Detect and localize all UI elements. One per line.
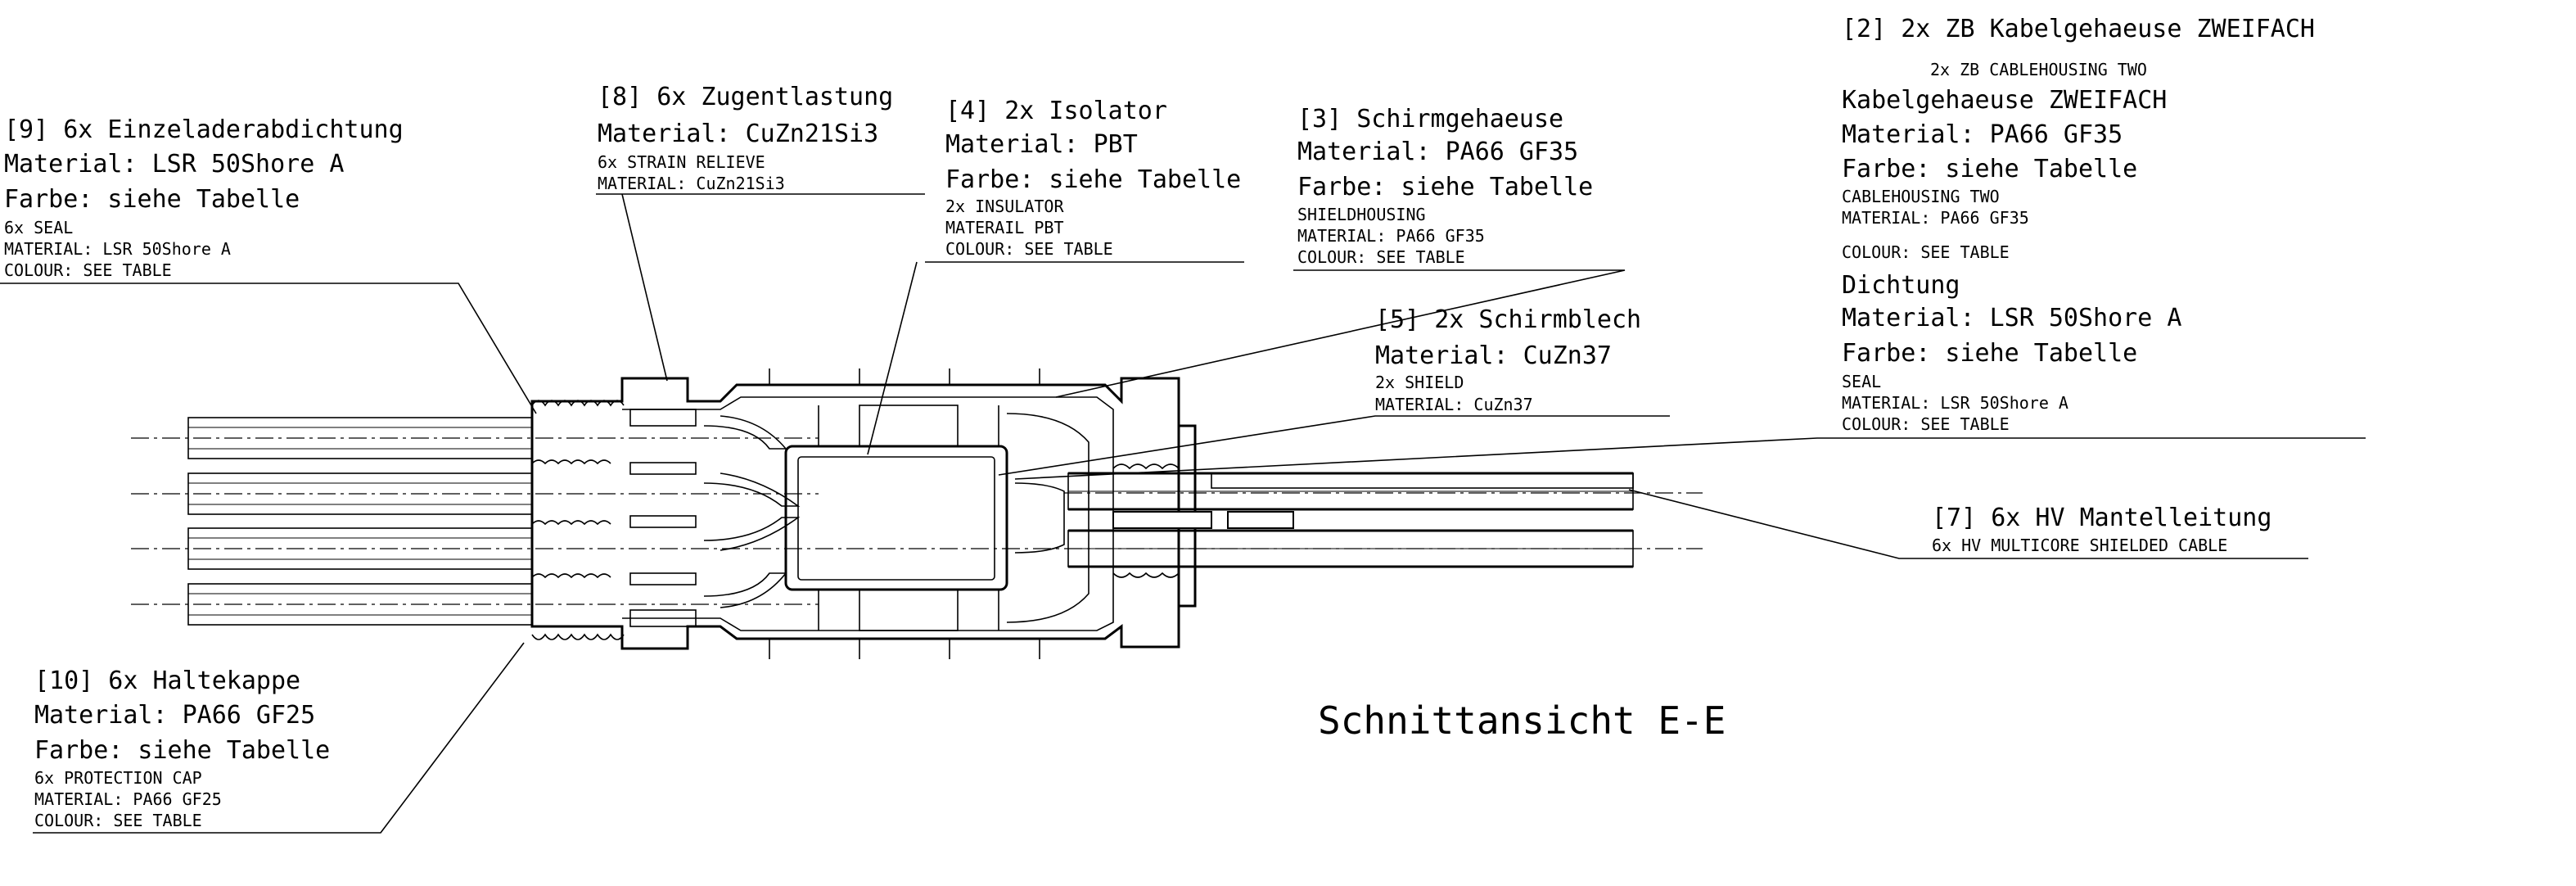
callout-2-en4: SEAL xyxy=(1842,372,1881,391)
leader-lines xyxy=(0,193,2366,834)
callout-5-shield-sheet: [5] 2x Schirmblech Material: CuZn37 2x S… xyxy=(1375,305,1641,414)
callout-2-sub1: Kabelgehaeuse ZWEIFACH xyxy=(1842,86,2167,115)
callout-8-strain-relief: [8] 6x Zugentlastung Material: CuZn21Si3… xyxy=(598,83,893,193)
callout-8-en2: MATERIAL: CuZn21Si3 xyxy=(598,174,785,193)
callout-4-heading: [4] 2x Isolator xyxy=(945,97,1167,125)
callout-8-heading: [8] 6x Zugentlastung xyxy=(598,83,893,111)
callout-2-en6: COLOUR: SEE TABLE xyxy=(1842,414,2010,434)
callout-5-heading: [5] 2x Schirmblech xyxy=(1375,305,1641,334)
callout-9-farbe: Farbe: siehe Tabelle xyxy=(4,185,300,214)
hv-cable-right xyxy=(1067,463,1634,578)
callout-5-en2: MATERIAL: CuZn37 xyxy=(1375,395,1533,414)
callout-2-en5: MATERIAL: LSR 50Shore A xyxy=(1842,393,2068,413)
callout-2-en2: MATERIAL: PA66 GF35 xyxy=(1842,208,2029,228)
callout-4-farbe: Farbe: siehe Tabelle xyxy=(945,165,1241,194)
callout-2-farbe1: Farbe: siehe Tabelle xyxy=(1842,155,2137,183)
callout-9-en2: MATERIAL: LSR 50Shore A xyxy=(4,239,231,259)
callout-3-material: Material: PA66 GF35 xyxy=(1297,138,1578,166)
callout-5-en1: 2x SHIELD xyxy=(1375,373,1464,392)
callout-3-en1: SHIELDHOUSING xyxy=(1297,205,1426,224)
callout-7-hv-cable: [7] 6x HV Mantelleitung 6x HV MULTICORE … xyxy=(1932,504,2271,555)
callout-3-farbe: Farbe: siehe Tabelle xyxy=(1297,173,1593,201)
callout-10-material: Material: PA66 GF25 xyxy=(34,701,315,730)
callout-7-heading: [7] 6x HV Mantelleitung xyxy=(1932,504,2271,532)
left-cables xyxy=(187,417,533,626)
callout-10-en3: COLOUR: SEE TABLE xyxy=(34,811,202,830)
callout-2-cable-housing: [2] 2x ZB Kabelgehaeuse ZWEIFACH 2x ZB C… xyxy=(1842,15,2315,434)
callout-10-en1: 6x PROTECTION CAP xyxy=(34,768,202,788)
callout-2-material2: Material: LSR 50Shore A xyxy=(1842,304,2181,332)
callout-4-en3: COLOUR: SEE TABLE xyxy=(945,239,1113,259)
callout-9-heading: [9] 6x Einzeladerabdichtung xyxy=(4,115,404,144)
callout-10-heading: [10] 6x Haltekappe xyxy=(34,667,300,695)
callout-2-en3: COLOUR: SEE TABLE xyxy=(1842,242,2010,262)
callout-2-en1: CABLEHOUSING TWO xyxy=(1842,187,2000,206)
callout-10-farbe: Farbe: siehe Tabelle xyxy=(34,736,330,765)
callout-4-en2: MATERAIL PBT xyxy=(945,218,1064,237)
callout-3-en2: MATERIAL: PA66 GF35 xyxy=(1297,226,1485,246)
callout-2-material1: Material: PA66 GF35 xyxy=(1842,120,2123,149)
cable-housing-left xyxy=(530,368,1180,659)
callout-2-farbe2: Farbe: siehe Tabelle xyxy=(1842,339,2137,368)
callout-4-en1: 2x INSULATOR xyxy=(945,197,1064,216)
callout-4-insulator: [4] 2x Isolator Material: PBT Farbe: sie… xyxy=(945,97,1241,259)
callout-10-en2: MATERIAL: PA66 GF25 xyxy=(34,789,222,809)
callout-2-heading: [2] 2x ZB Kabelgehaeuse ZWEIFACH xyxy=(1842,15,2315,43)
callout-5-material: Material: CuZn37 xyxy=(1375,341,1612,370)
callout-3-en3: COLOUR: SEE TABLE xyxy=(1297,247,1465,267)
callout-9-en1: 6x SEAL xyxy=(4,218,73,237)
callout-8-en1: 6x STRAIN RELIEVE xyxy=(598,152,765,172)
callout-9-single-wire-seal: [9] 6x Einzeladerabdichtung Material: LS… xyxy=(4,115,404,280)
callout-7-en1: 6x HV MULTICORE SHIELDED CABLE xyxy=(1932,536,2227,555)
callout-9-en3: COLOUR: SEE TABLE xyxy=(4,260,172,280)
callout-10-protection-cap: [10] 6x Haltekappe Material: PA66 GF25 F… xyxy=(34,667,330,830)
callout-3-shield-housing: [3] Schirmgehaeuse Material: PA66 GF35 F… xyxy=(1297,105,1593,267)
callout-4-material: Material: PBT xyxy=(945,130,1138,159)
callout-8-material: Material: CuZn21Si3 xyxy=(598,120,878,148)
callout-2-en0: 2x ZB CABLEHOUSING TWO xyxy=(1930,60,2147,79)
callout-9-material: Material: LSR 50Shore A xyxy=(4,150,344,179)
section-title: Schnittansicht E-E xyxy=(1318,698,1726,743)
callout-3-heading: [3] Schirmgehaeuse xyxy=(1297,105,1563,133)
insulator xyxy=(784,405,1008,631)
callout-2-sub2: Dichtung xyxy=(1842,271,1960,300)
